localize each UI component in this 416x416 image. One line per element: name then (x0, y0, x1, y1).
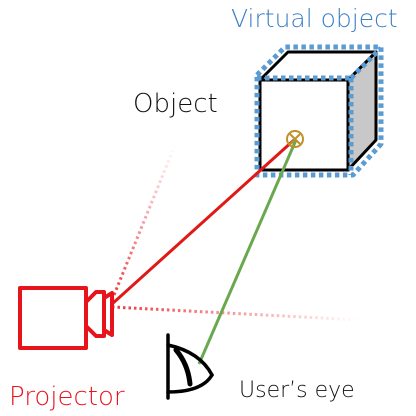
gaze-ray (197, 139, 298, 365)
cube-object (258, 50, 378, 172)
projector-label: Projector (9, 382, 125, 412)
projector-icon (18, 286, 114, 350)
object-label: Object (133, 89, 218, 119)
virtual-object-label: Virtual object (231, 4, 398, 33)
eye-icon (166, 333, 214, 400)
target-crosshair-icon (286, 130, 304, 148)
users-eye-label: User’s eye (239, 378, 355, 403)
cube-front-face (258, 78, 350, 172)
projection-frustum-line-upper (110, 144, 177, 301)
projection-frustum-line-lower (111, 305, 361, 322)
projection-ray (110, 138, 296, 306)
cube-side-face (348, 52, 376, 170)
